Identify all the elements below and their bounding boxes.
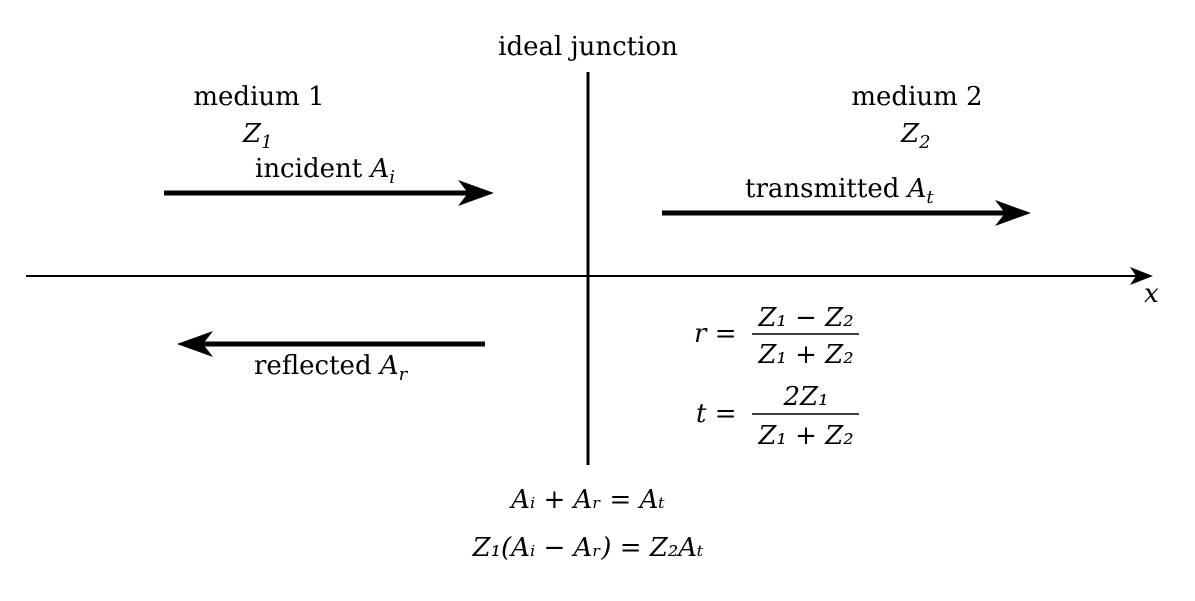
transmitted-label: transmitted At xyxy=(745,174,934,208)
incident-arrowhead xyxy=(458,180,494,206)
medium-2-impedance: Z2 xyxy=(900,119,931,153)
transmission-coefficient-numerator: 2Z₁ xyxy=(782,382,828,412)
reflection-coefficient-denominator: Z₁ + Z₂ xyxy=(757,340,853,370)
boundary-condition-flux: Z₁(Aᵢ − Aᵣ) = Z₂Aₜ xyxy=(472,533,704,563)
reflection-coefficient-numerator: Z₁ − Z₂ xyxy=(757,303,853,333)
transmission-coefficient-lhs: t = xyxy=(696,399,737,429)
reflected-label: reflected Ar xyxy=(254,351,409,385)
reflected-arrowhead xyxy=(177,331,213,357)
reflection-coefficient-lhs: r = xyxy=(694,319,736,349)
transmitted-arrowhead xyxy=(995,200,1031,226)
medium-1-label: medium 1 xyxy=(193,82,324,112)
boundary-condition-continuity: Aᵢ + Aᵣ = Aₜ xyxy=(509,485,665,515)
junction-title: ideal junction xyxy=(498,32,678,62)
x-axis-label: x xyxy=(1144,279,1159,309)
x-axis-arrowhead xyxy=(1130,267,1153,285)
incident-label: incident Ai xyxy=(255,154,395,188)
medium-1-impedance: Z1 xyxy=(242,119,273,153)
transmission-coefficient-denominator: Z₁ + Z₂ xyxy=(757,421,853,451)
medium-2-label: medium 2 xyxy=(851,82,982,112)
